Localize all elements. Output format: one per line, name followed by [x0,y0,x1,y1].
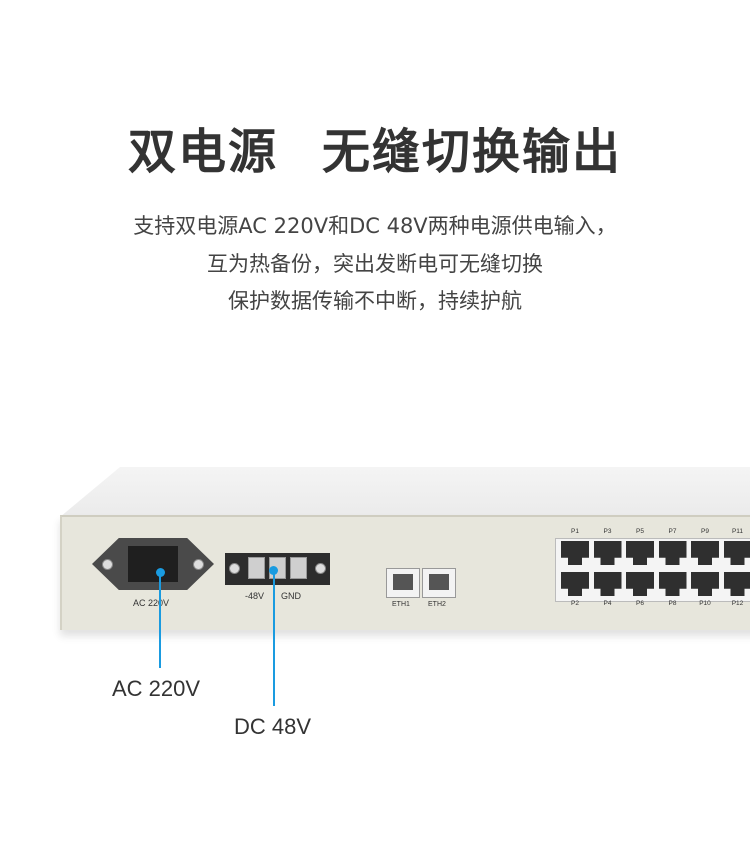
description-line: 保护数据传输不中断，持续护航 [228,289,522,313]
dc-callout-line [273,570,275,706]
eth2-label: ETH2 [428,601,446,608]
ac-callout-label: AC 220V [112,676,201,701]
ac-callout-line [159,572,161,668]
port-label: P9 [701,528,709,535]
ac-port-label: AC 220V [133,598,170,608]
port-label: P10 [699,600,711,607]
dc-label-gnd: GND [281,591,301,601]
dc-label-48v: -48V [245,591,265,601]
dc-callout-label: DC 48V [234,714,312,739]
port-label: P4 [603,600,612,607]
description-line: 互为热备份，突出发断电可无缝切换 [207,252,543,276]
screw-icon [315,563,326,574]
eth1-port [386,568,420,598]
port-label: P3 [603,528,612,535]
screw-icon [229,563,240,574]
terminal-cell [290,557,307,579]
device-top-surface [60,467,750,517]
description-line: 支持双电源AC 220V和DC 48V两种电源供电输入， [133,214,617,238]
port-label: P6 [636,600,644,607]
port-label: P12 [731,600,744,607]
port-label: P8 [668,600,677,607]
eth1-label: ETH1 [392,601,410,608]
screw-icon [193,559,204,570]
terminal-cell [248,557,265,579]
port-label: P11 [731,528,744,535]
port-label: P5 [636,528,644,535]
port-label: P1 [571,528,579,535]
eth2-port [422,568,456,598]
headline-part2: 无缝切换输出 [322,124,623,180]
port-label: P7 [668,528,677,535]
headline-part1: 双电源 [127,124,278,180]
port-label: P2 [571,600,579,607]
screw-icon [102,559,113,570]
ac-inlet [128,546,178,582]
ac-power-socket [92,538,214,590]
headline: 双电源无缝切换输出 [0,112,750,182]
